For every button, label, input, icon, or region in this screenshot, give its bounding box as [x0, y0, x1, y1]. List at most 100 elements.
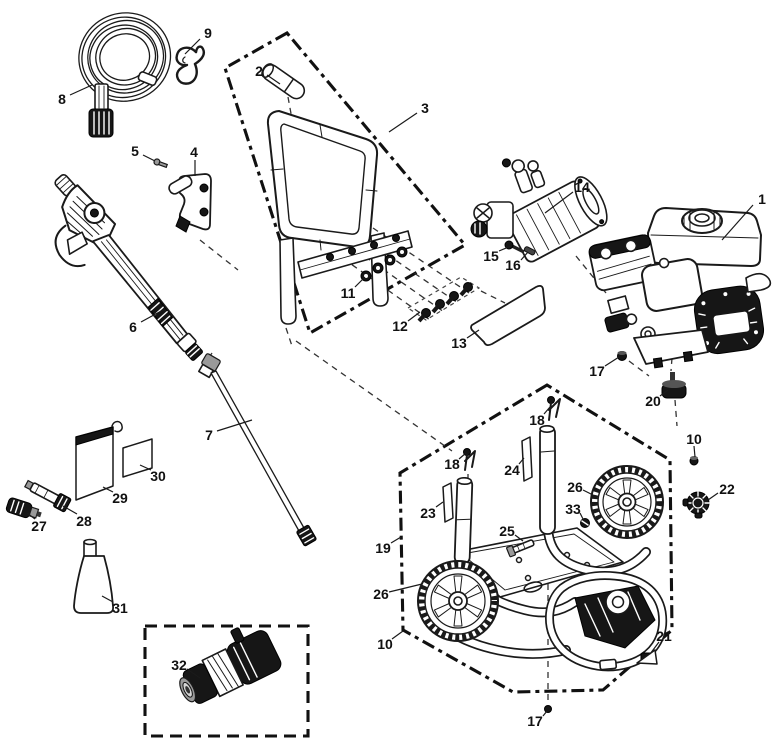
part-number-20: 20: [645, 393, 661, 409]
part-number-31: 31: [112, 600, 128, 616]
hose-illustration: [78, 12, 172, 138]
label-strip-24-illustration: [521, 436, 533, 482]
part-number-14: 14: [574, 179, 590, 195]
part-number-32: 32: [171, 657, 187, 673]
handle-assembly-boundary: [223, 31, 468, 336]
hub-cap-illustration: [682, 491, 710, 519]
part-number-18: 18: [529, 412, 545, 428]
part-number-18: 18: [444, 456, 460, 472]
leader-line-25: [514, 534, 524, 542]
part-number-6: 6: [129, 319, 137, 335]
leader-line-26: [388, 583, 423, 593]
part-number-28: 28: [76, 513, 92, 529]
part-number-23: 23: [420, 505, 436, 521]
part-number-13: 13: [451, 335, 467, 351]
panel-illustration: [470, 284, 546, 347]
part-number-17: 17: [589, 363, 605, 379]
bracket-illustration: [168, 173, 212, 233]
leader-line-26: [582, 489, 594, 496]
hook-illustration: [175, 45, 206, 85]
grip-tube-illustration: [261, 63, 306, 100]
axle-cap-illustration: [689, 456, 699, 466]
leader-line-15: [498, 245, 512, 252]
triangle-marker-21-illustration: [636, 649, 658, 665]
part-number-2: 2: [255, 63, 263, 79]
part-number-27: 27: [31, 518, 47, 534]
leader-line-8: [69, 84, 93, 96]
bottle-illustration: [73, 538, 115, 614]
cart-nut-17-illustration: [544, 705, 552, 713]
leader-line-5: [142, 154, 156, 162]
leader-line-28: [62, 505, 78, 515]
label-strip-23-illustration: [442, 482, 454, 523]
part-number-30: 30: [150, 468, 166, 484]
engine-illustration: [588, 207, 772, 369]
leader-line-18: [458, 452, 467, 460]
part-number-1: 1: [758, 191, 766, 207]
leader-line-13: [466, 329, 480, 339]
leader-line-27: [26, 512, 36, 520]
right-wheel-illustration: [590, 465, 664, 539]
part-number-11: 11: [341, 285, 356, 301]
screw-5-illustration: [153, 158, 169, 169]
nozzle-32-illustration: [179, 627, 282, 704]
wand-illustration: [198, 353, 317, 547]
leader-line-20: [659, 389, 669, 397]
shaft-key-illustration: [523, 246, 536, 256]
leader-line-17: [604, 356, 620, 367]
hook-bolt-18-top-illustration: [547, 396, 561, 421]
part-number-5: 5: [131, 143, 139, 159]
hook-bolt-18-left-illustration: [463, 448, 476, 471]
part-number-10: 10: [377, 636, 393, 652]
leader-line-31: [101, 595, 114, 603]
pump-bolt-illustration: [504, 240, 525, 254]
leader-line-17: [542, 710, 548, 717]
leader-line-10: [693, 445, 696, 458]
bolts-illustration: [406, 276, 481, 323]
screw-33-illustration: [580, 518, 590, 528]
leader-line-6: [140, 309, 164, 323]
leader-line-12: [407, 311, 421, 322]
leader-line-19: [390, 536, 402, 544]
leader-line-22: [707, 492, 719, 501]
handle-frame-illustration: [266, 110, 413, 325]
leader-line-3: [388, 112, 418, 133]
part-number-26: 26: [373, 586, 389, 602]
leader-line-2: [266, 74, 281, 85]
part-number-7: 7: [205, 427, 213, 443]
leader-line-18: [543, 406, 551, 415]
callouts-layer: 1234567891010111213141516171718181920212…: [26, 25, 766, 729]
spray-gun-illustration: [54, 174, 203, 361]
cart-frame-illustration: [431, 424, 668, 672]
leader-line-33: [579, 512, 585, 522]
part-number-3: 3: [421, 100, 429, 116]
part-number-8: 8: [58, 91, 66, 107]
cart-assembly-boundary: [398, 383, 674, 694]
part-number-22: 22: [719, 481, 735, 497]
leader-line-9: [184, 38, 201, 55]
part-number-24: 24: [504, 462, 520, 478]
leader-line-21: [649, 641, 660, 655]
manual-illustration: [75, 420, 123, 501]
leader-line-1: [721, 204, 754, 241]
leader-line-29: [102, 486, 114, 493]
leader-line-23: [435, 501, 444, 508]
left-wheel-illustration: [417, 560, 499, 642]
part-number-15: 15: [483, 248, 499, 264]
part-number-16: 16: [505, 257, 521, 273]
nozzle-box-boundary: [143, 624, 310, 738]
leader-line-11: [354, 276, 366, 288]
engine-nut-illustration: [617, 351, 627, 361]
part-number-21: 21: [656, 628, 672, 644]
leader-line-7: [216, 419, 253, 432]
part-number-10: 10: [686, 431, 702, 447]
leader-line-32: [186, 668, 201, 679]
part-number-4: 4: [190, 144, 198, 160]
leader-line-10: [391, 630, 404, 640]
leader-line-16: [520, 251, 529, 261]
leader-line-24: [518, 457, 525, 465]
part-number-29: 29: [112, 490, 128, 506]
part-number-9: 9: [204, 25, 212, 41]
